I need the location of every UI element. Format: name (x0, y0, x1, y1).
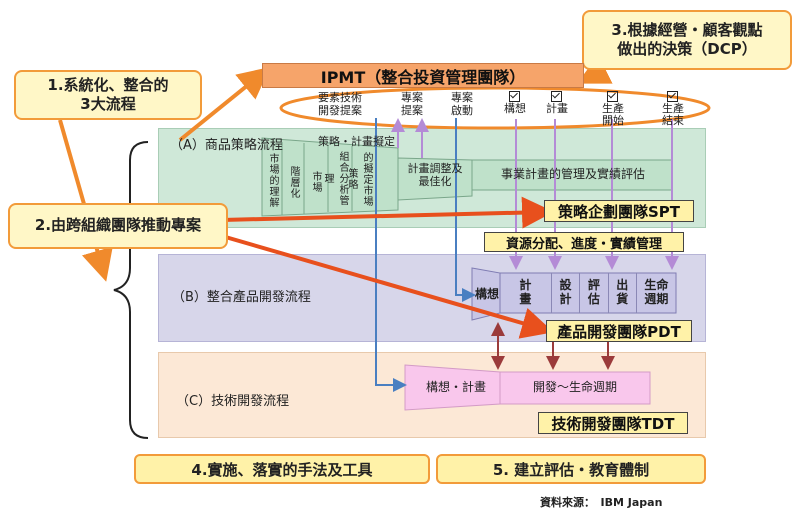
strategy-step-4: 組合分析管理 (322, 150, 348, 206)
phase-project-start: 專案 啟動 (451, 91, 473, 117)
pdt-step-evaluate: 評 估 (580, 273, 609, 313)
checkbox-icon (666, 90, 678, 102)
strategy-step-3: 市場 (310, 171, 321, 193)
team-tdt: 技術開發團隊TDT (538, 412, 688, 434)
plan-adjust-text: 計畫調整及 最佳化 (407, 162, 463, 188)
resource-management-banner: 資源分配、進度・實績管理 (484, 232, 684, 252)
pillar-methods-tools: 4.實施、落實的手法及工具 (134, 454, 430, 484)
region-b-label: （B）整合產品開發流程 (172, 290, 311, 305)
callout-decision-checkpoint: 3.根據經營・顧客觀點 做出的決策（DCP） (582, 10, 792, 70)
phase-tech-proposal: 要素技術 開發提案 (318, 91, 362, 117)
region-a-sublabel: 策略・計畫擬定 (318, 135, 395, 148)
callout-cross-org-team: 2.由跨組織團隊推動專案 (8, 203, 228, 249)
checkbox-icon (508, 90, 520, 102)
phase-project-proposal: 專案 提案 (401, 91, 423, 117)
strategy-step-1: 市場的理解 (267, 152, 278, 208)
business-mgmt-shape (471, 159, 673, 191)
pdt-step-ship: 出 貨 (609, 273, 637, 313)
tdt-step-concept-plan: 構想・計畫 (425, 380, 486, 394)
checkbox-icon (606, 90, 618, 102)
strategy-step-5: 的擬定市場策略 (346, 151, 372, 207)
strategy-step-2: 階層化 (288, 165, 299, 199)
ipmt-title: IPMT（整合投資管理團隊） (262, 63, 584, 88)
region-a-label: （A）商品策略流程 (170, 138, 283, 153)
pdt-steps-row: 計 畫 設 計 評 估 出 貨 生命 週期 (500, 273, 676, 313)
phase-ellipse (279, 86, 711, 130)
pillar-evaluation-education: 5. 建立評估・教育體制 (436, 454, 706, 484)
team-pdt: 產品開發團隊PDT (546, 320, 692, 342)
pdt-step-lifecycle: 生命 週期 (644, 278, 669, 306)
region-c-label: （C）技術開發流程 (176, 394, 290, 409)
source-note: 資料來源： IBM Japan (540, 496, 663, 509)
pdt-step-concept: 構想 (474, 287, 499, 302)
checkbox-icon (550, 90, 562, 102)
phase-concept: 構想 (490, 90, 540, 115)
callout-systematized-processes: 1.系統化、整合的 3大流程 (14, 70, 202, 120)
left-brace (113, 141, 149, 439)
plan-adjust-shape (397, 157, 473, 201)
phase-plan: 計畫 (532, 90, 582, 115)
tdt-step-dev-lifecycle: 開發～生命週期 (532, 380, 617, 394)
team-spt: 策略企劃團隊SPT (544, 200, 694, 222)
business-mgmt-text: 事業計畫的管理及實績評估 (500, 167, 645, 181)
pdt-step-design: 設 計 (552, 273, 581, 313)
phase-production-start: 生產 開始 (590, 90, 636, 128)
strategy-funnel-shape (261, 137, 399, 217)
pdt-step-plan: 計 畫 (500, 273, 552, 313)
phase-production-end: 生產 結束 (650, 90, 696, 128)
